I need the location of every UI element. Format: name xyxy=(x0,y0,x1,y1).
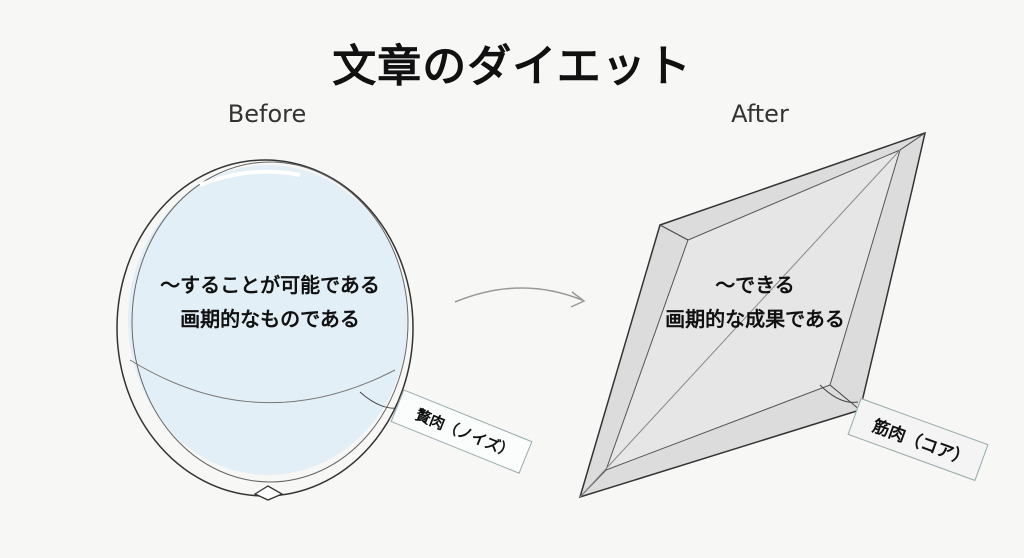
after-line-1: ～できる xyxy=(715,273,795,297)
before-label: Before xyxy=(227,100,307,128)
before-text: ～することが可能である 画期的なものである xyxy=(120,268,420,336)
before-line-2: 画期的なものである xyxy=(180,307,360,331)
after-line-2: 画期的な成果である xyxy=(665,307,845,331)
arrow xyxy=(454,287,586,308)
after-label: After xyxy=(731,100,789,128)
after-text: ～できる 画期的な成果である xyxy=(620,268,890,336)
page-title: 文章のダイエット xyxy=(332,41,692,92)
before-line-1: ～することが可能である xyxy=(160,273,380,297)
balloon-illustration xyxy=(116,159,414,501)
diamond-illustration xyxy=(578,131,927,499)
